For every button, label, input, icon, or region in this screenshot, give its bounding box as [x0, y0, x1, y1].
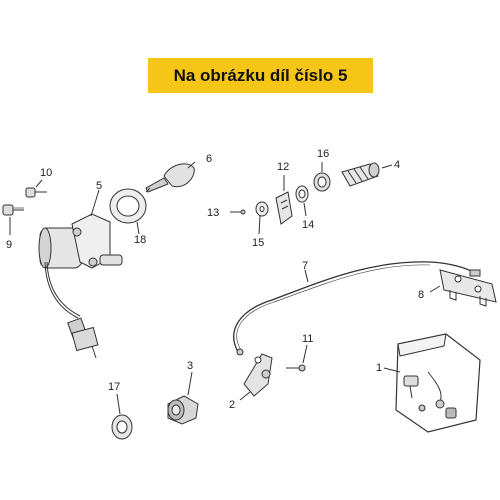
part-13-screw — [230, 209, 246, 215]
label-9: 9 — [6, 239, 12, 251]
leader-10 — [35, 179, 43, 188]
leader-17 — [116, 393, 121, 415]
label-4: 4 — [394, 159, 400, 171]
leader-6 — [187, 161, 196, 169]
leader-11 — [302, 344, 308, 364]
label-8: 8 — [418, 289, 424, 301]
label-1: 1 — [376, 362, 382, 374]
label-14: 14 — [302, 219, 314, 231]
label-5: 5 — [96, 180, 102, 192]
label-17: 17 — [108, 381, 120, 393]
label-3: 3 — [187, 360, 193, 372]
part-3-lock-barrel — [167, 395, 199, 425]
label-7: 7 — [302, 260, 308, 272]
label-13: 13 — [207, 207, 219, 219]
label-16: 16 — [317, 148, 329, 160]
label-11: 11 — [302, 333, 313, 345]
part-2-latch — [243, 353, 273, 397]
part-18-ring — [109, 188, 147, 224]
part-7-cable — [233, 261, 481, 356]
label-18: 18 — [134, 234, 146, 246]
part-12-plate — [275, 191, 293, 225]
label-12: 12 — [277, 161, 289, 173]
part-1-hardware-bag — [395, 333, 481, 433]
leader-5 — [90, 189, 100, 217]
part-16-washer — [313, 172, 331, 192]
part-10-screw — [25, 187, 47, 198]
leader-1 — [383, 367, 401, 373]
part-6-key — [145, 163, 195, 193]
label-2: 2 — [229, 399, 235, 411]
leader-15 — [258, 215, 261, 235]
leader-8 — [429, 285, 441, 293]
part-9-bolt — [2, 204, 24, 216]
leader-2 — [239, 391, 251, 401]
part-17-washer — [111, 414, 133, 440]
part-14-ring — [295, 185, 309, 203]
leader-3 — [187, 371, 193, 396]
banner-title: Na obrázku díl číslo 5 — [173, 65, 348, 85]
part-8-bracket — [439, 269, 497, 307]
leader-18 — [136, 221, 140, 235]
leader-7 — [304, 269, 309, 283]
part-15-washer — [255, 201, 269, 217]
part-5-ignition-lock — [38, 213, 123, 359]
label-15: 15 — [252, 237, 264, 249]
part-4-lock-cylinder — [341, 162, 380, 187]
part-11-screw — [286, 364, 306, 372]
label-6: 6 — [206, 153, 212, 165]
leader-4 — [381, 164, 393, 169]
leader-14 — [303, 202, 307, 217]
title-banner: Na obrázku díl číslo 5 — [148, 58, 373, 93]
label-10: 10 — [40, 167, 52, 179]
